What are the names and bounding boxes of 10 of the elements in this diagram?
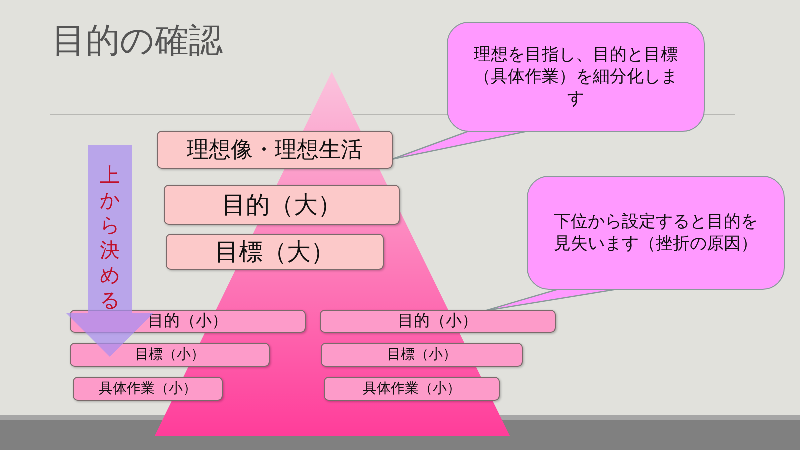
level-box: 目的（大） bbox=[164, 185, 400, 225]
level-box: 目標（大） bbox=[166, 234, 384, 270]
level-box: 理想像・理想生活 bbox=[157, 131, 393, 169]
level-box: 目標（小） bbox=[70, 343, 270, 367]
level-box: 目標（小） bbox=[321, 343, 523, 367]
arrow-label: 上から決める bbox=[100, 163, 120, 313]
level-box: 具体作業（小） bbox=[324, 377, 500, 401]
slide-title: 目的の確認 bbox=[52, 20, 223, 63]
level-box: 目的（小） bbox=[320, 310, 556, 333]
level-box: 具体作業（小） bbox=[73, 377, 223, 401]
